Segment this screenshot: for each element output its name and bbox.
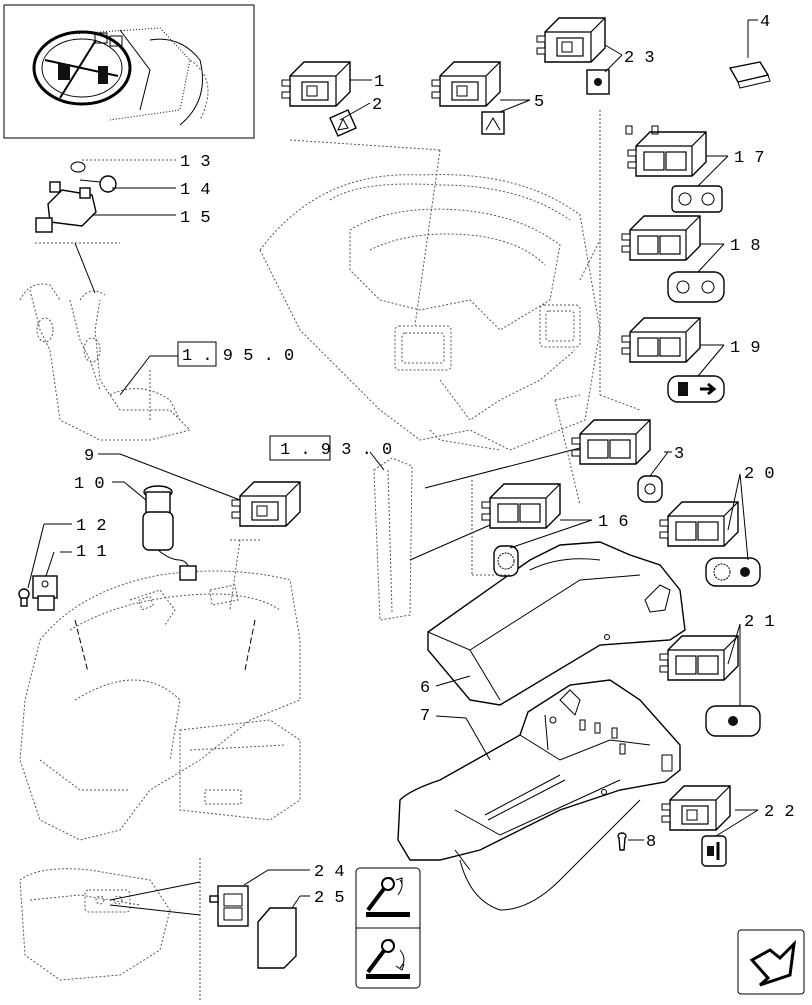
pedal-back-icon — [366, 938, 410, 979]
lens-part-16 — [493, 545, 519, 577]
part-label-20: 2 0 — [744, 465, 775, 484]
rocker-switch-part-16 — [481, 483, 561, 529]
pedal-forward-icon — [366, 876, 410, 917]
part-label-6: 6 — [420, 679, 430, 698]
part-label-10: 1 0 — [74, 475, 105, 494]
rocker-switch-part-9 — [231, 481, 301, 527]
warning-lens-part-2 — [329, 109, 357, 137]
cover-part-25 — [257, 907, 297, 969]
pedal-assembly-dotted — [19, 242, 191, 441]
part-label-9: 9 — [84, 447, 94, 466]
part-label-11: 1 1 — [76, 543, 107, 562]
double-switch-part-20 — [659, 501, 739, 547]
part-label-23: 2 3 — [624, 49, 655, 68]
ref-text: 1 . 9 3 . 0 — [280, 441, 392, 460]
part-label-14: 1 4 — [180, 181, 211, 200]
rocker-switch-part-5 — [431, 61, 501, 107]
rear-cab-dotted-outline — [19, 858, 201, 1000]
part-label-19: 1 9 — [730, 339, 761, 358]
part-label-2: 2 — [372, 96, 382, 115]
lens-pair-part-19 — [667, 375, 725, 403]
part-label-17: 1 7 — [734, 149, 765, 168]
bulb-part-12 — [18, 588, 30, 607]
part-labels: 1 2 5 2 3 4 1 7 1 8 1 9 3 2 0 1 6 2 1 2 … — [74, 13, 795, 908]
lens-pair-part-17 — [671, 185, 723, 213]
part-label-7: 7 — [420, 707, 430, 726]
part-label-21: 2 1 — [744, 613, 775, 632]
rocker-switch-part-22 — [661, 785, 731, 831]
dashboard-dotted-outline — [259, 174, 601, 451]
double-switch-part-19 — [621, 317, 701, 363]
reference-1-95-0[interactable]: 1 . 9 5 . 0 — [119, 341, 294, 396]
lens-pair-part-18 — [667, 271, 725, 303]
double-switch-part-17 — [625, 125, 707, 177]
ref-text: 1 . 9 5 . 0 — [182, 347, 294, 366]
lens-part-22 — [701, 835, 727, 867]
switch-part-24 — [209, 885, 249, 927]
part-label-13: 1 3 — [180, 153, 211, 172]
cab-thumbnail — [3, 4, 255, 139]
cap-part-4 — [728, 61, 771, 89]
rocker-switch-part-1 — [281, 61, 351, 107]
lighter-part-10 — [142, 485, 197, 581]
double-switch-part-3 — [571, 419, 651, 465]
lens-part-21 — [705, 705, 761, 737]
stop-switch-part-15 — [35, 181, 97, 233]
legend-box — [355, 867, 421, 989]
part-label-15: 1 5 — [180, 209, 211, 228]
console-base-part-7 — [397, 679, 681, 911]
part-label-1: 1 — [374, 73, 384, 92]
washer-part-13 — [70, 161, 86, 173]
reference-1-93-0[interactable]: 1 . 9 3 . 0 — [269, 435, 392, 471]
next-page-arrow-icon[interactable] — [737, 929, 805, 995]
part-label-22: 2 2 — [764, 803, 795, 822]
leader-lines — [27, 19, 759, 916]
part-label-25: 2 5 — [314, 889, 345, 908]
steering-wheel-icon — [32, 27, 209, 126]
part-label-4: 4 — [760, 13, 770, 32]
double-switch-part-18 — [621, 215, 701, 261]
part-label-8: 8 — [646, 833, 656, 852]
part-label-16: 1 6 — [598, 513, 629, 532]
rocker-switch-part-23 — [536, 17, 606, 63]
part-label-12: 1 2 — [76, 517, 107, 536]
console-dotted-outline — [19, 539, 301, 841]
screw-part-8 — [617, 832, 627, 851]
part-label-24: 2 4 — [314, 863, 345, 882]
part-label-5: 5 — [534, 93, 544, 112]
lens-icon-part-5 — [481, 111, 505, 135]
console-cover-part-6 — [427, 541, 686, 706]
lens-icon-part-23 — [586, 69, 610, 95]
socket-part-11 — [32, 575, 58, 611]
lens-part-3 — [637, 475, 663, 503]
lens-part-20 — [705, 557, 761, 587]
trim-strip — [373, 457, 413, 621]
part-label-18: 1 8 — [730, 237, 761, 256]
part-label-3: 3 — [674, 445, 684, 464]
double-switch-part-21 — [659, 635, 739, 681]
